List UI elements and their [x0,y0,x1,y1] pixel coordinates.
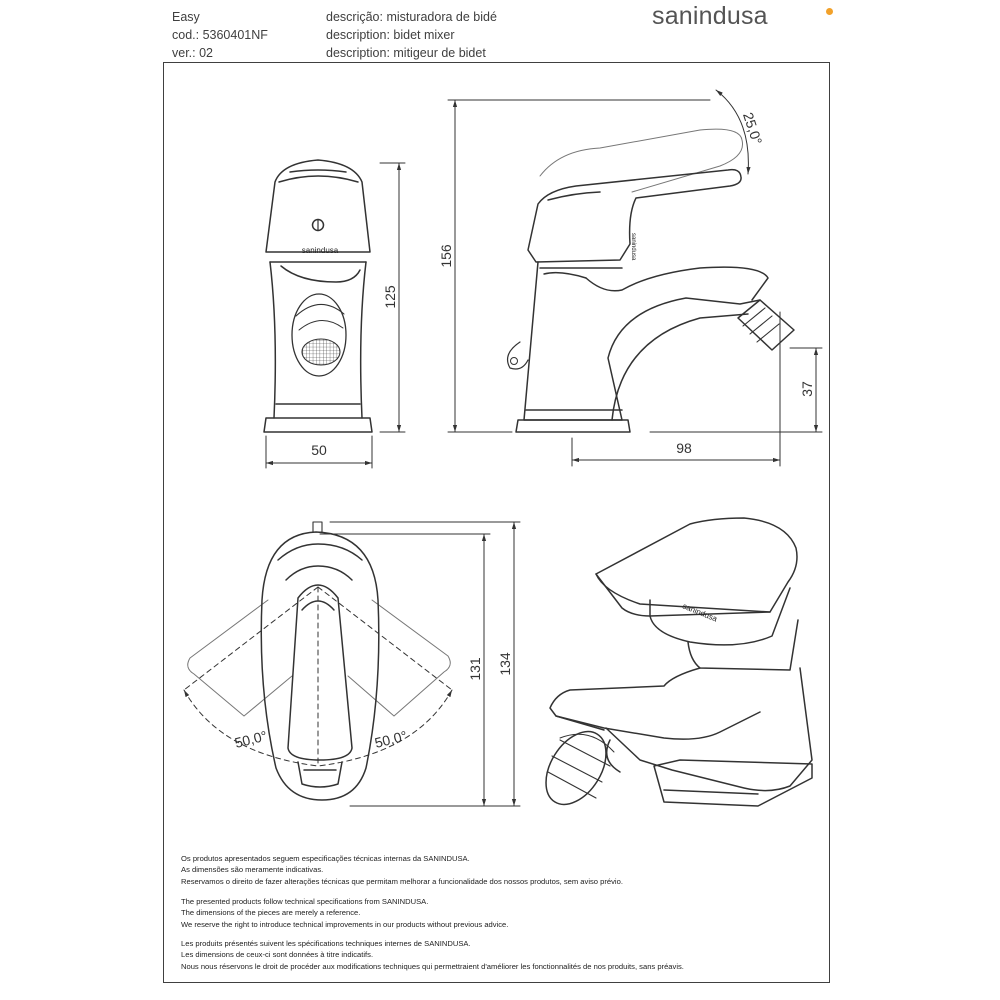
dim-front-width: 50 [311,442,327,458]
drawing-frame [163,62,830,983]
top-view [187,521,451,801]
product-info: Easy cod.: 5360401NF ver.: 02 [172,8,268,62]
note-line: As dimensões são meramente indicativas. [181,865,324,875]
dim-side-depth: 98 [676,440,692,456]
dim-top-length-1: 131 [467,657,483,681]
side-tap-marking: sanindusa [630,233,636,261]
front-dimension-lines [265,162,406,469]
front-tap-marking: sanindusa [302,246,339,255]
side-dimension-lines [447,89,823,467]
note-line: Os produtos apresentados seguem especifi… [181,854,470,863]
logo-dot-icon [826,8,833,15]
dim-side-height: 156 [438,244,454,268]
note-line: Les produits présentés suivent les spéci… [181,939,471,948]
note-line: Les dimensions de ceux-ci sont données à… [181,950,374,960]
dim-rotation-left: 50,0° [233,727,269,750]
notes-french: Les produits présentés suivent les spéci… [181,938,684,972]
dimension-labels: 50 125 156 98 37 25,0° 131 134 50,0° 50,… [233,110,815,751]
iso-tap-marking: sanindusa [681,602,719,624]
dim-lever-tilt: 25,0° [740,110,765,146]
product-descriptions: descrição: misturadora de bidé descripti… [326,8,497,62]
front-view [263,159,373,433]
model-name: Easy [172,10,200,24]
brand-logo: sanindusa [652,2,768,30]
side-view [507,128,795,433]
isometric-view [545,517,813,807]
note-line: We reserve the right to introduce techni… [181,919,509,929]
description-fr: description: mitigeur de bidet [326,46,486,60]
product-code: cod.: 5360401NF [172,28,268,42]
dim-front-height: 125 [382,285,398,309]
note-line: Reservamos o direito de fazer alterações… [181,876,623,886]
notes-english: The presented products follow technical … [181,896,508,930]
note-line: The presented products follow technical … [181,897,429,906]
note-line: The dimensions of the pieces are merely … [181,908,361,918]
dim-rotation-right: 50,0° [373,727,409,750]
product-version: ver.: 02 [172,46,213,60]
description-pt: descrição: misturadora de bidé [326,10,497,24]
dim-spout-height: 37 [799,381,815,397]
note-line: Nous nous réservons le droit de procéder… [181,961,684,971]
notes-portuguese: Os produtos apresentados seguem especifi… [181,853,623,887]
dim-top-length-2: 134 [497,652,513,676]
top-dimension-lines [183,521,521,807]
description-en: description: bidet mixer [326,28,455,42]
